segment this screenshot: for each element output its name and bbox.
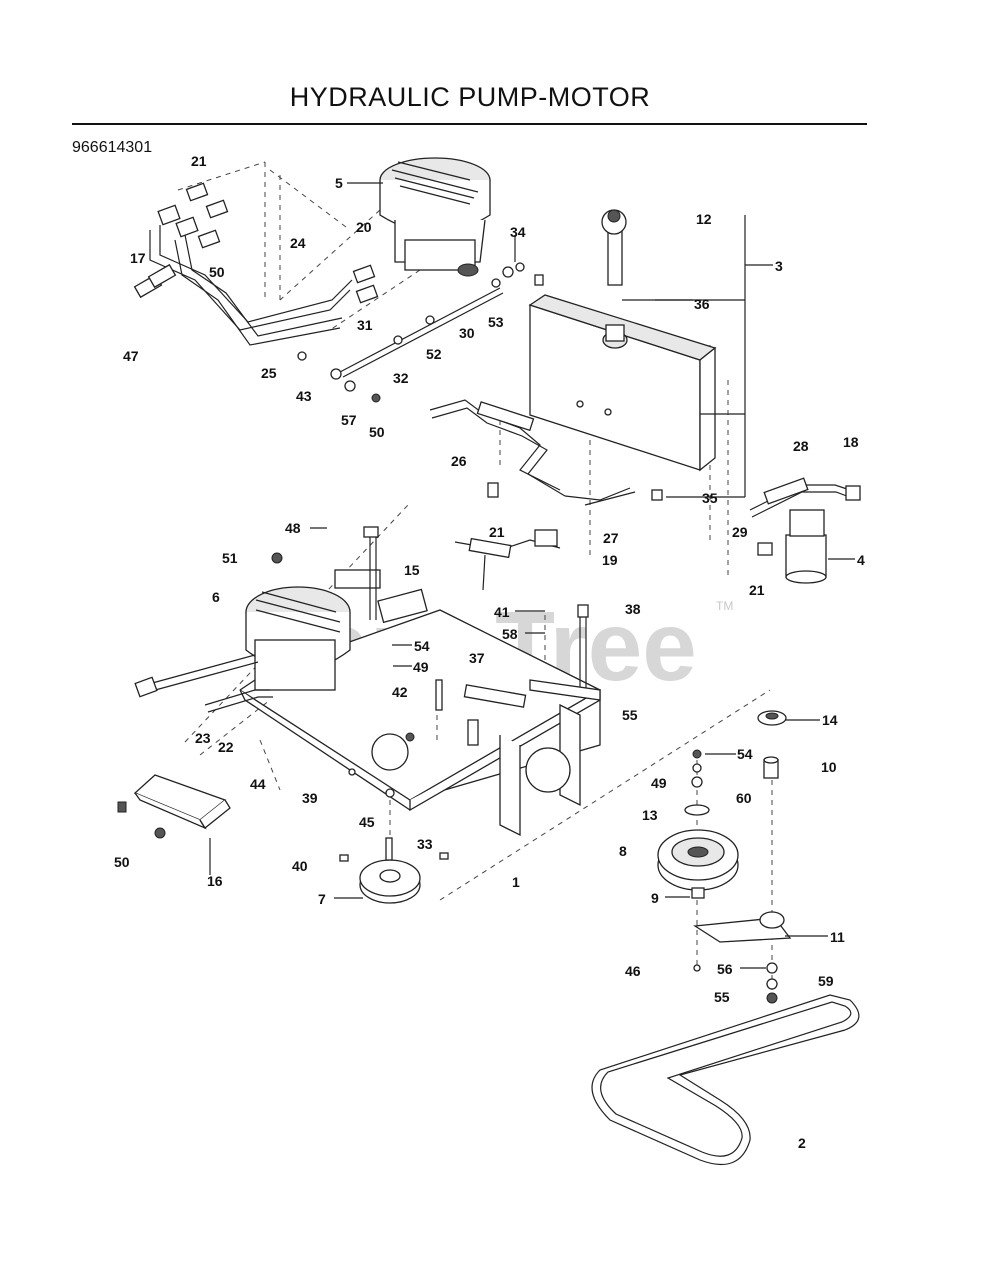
callout-32: 32 xyxy=(393,370,409,386)
callout-16: 16 xyxy=(207,873,223,889)
callout-27: 27 xyxy=(603,530,619,546)
hydraulic-pump-top xyxy=(379,157,491,277)
callout-21: 21 xyxy=(191,153,207,169)
leader-lines xyxy=(209,182,855,969)
callout-39: 39 xyxy=(302,790,318,806)
fittings-27-19 xyxy=(454,529,561,591)
hydraulic-lines-left xyxy=(133,182,379,346)
control-rod-assembly xyxy=(297,262,544,403)
callout-21: 21 xyxy=(749,582,765,598)
pulley-7 xyxy=(339,837,449,904)
hydraulic-reservoir xyxy=(528,209,717,501)
callout-17: 17 xyxy=(130,250,146,266)
idler-assembly xyxy=(657,710,792,1004)
callout-53: 53 xyxy=(488,314,504,330)
callout-11: 11 xyxy=(830,929,845,945)
callout-54: 54 xyxy=(737,746,753,762)
callout-28: 28 xyxy=(793,438,809,454)
callout-42: 42 xyxy=(392,684,408,700)
callout-47: 47 xyxy=(123,348,139,364)
callout-44: 44 xyxy=(250,776,266,792)
callout-21: 21 xyxy=(489,524,505,540)
callout-22: 22 xyxy=(218,739,234,755)
callout-25: 25 xyxy=(261,365,277,381)
callout-50: 50 xyxy=(114,854,130,870)
callout-26: 26 xyxy=(451,453,467,469)
callout-43: 43 xyxy=(296,388,312,404)
callout-14: 14 xyxy=(822,712,838,728)
callout-46: 46 xyxy=(625,963,641,979)
callout-33: 33 xyxy=(417,836,433,852)
callout-labels: 21 5 20 24 17 50 34 12 3 36 47 31 53 30 … xyxy=(114,153,865,1151)
title-rule xyxy=(72,123,867,125)
callout-52: 52 xyxy=(426,346,442,362)
watermark-trademark: TM xyxy=(716,599,733,613)
callout-24: 24 xyxy=(290,235,306,251)
callout-30: 30 xyxy=(459,325,475,341)
callout-1: 1 xyxy=(512,874,520,890)
callout-19: 19 xyxy=(602,552,618,568)
callout-56: 56 xyxy=(717,961,733,977)
callout-38: 38 xyxy=(625,601,641,617)
callout-35: 35 xyxy=(702,490,718,506)
callout-2: 2 xyxy=(798,1135,806,1151)
callout-4: 4 xyxy=(857,552,865,568)
callout-12: 12 xyxy=(696,211,712,227)
callout-3: 3 xyxy=(775,258,783,274)
callout-29: 29 xyxy=(732,524,748,540)
callout-55: 55 xyxy=(622,707,638,723)
callout-55: 55 xyxy=(714,989,730,1005)
callout-8: 8 xyxy=(619,843,627,859)
callout-20: 20 xyxy=(356,219,372,235)
hydraulic-hose-filter xyxy=(749,477,861,584)
callout-51: 51 xyxy=(222,550,238,566)
callout-13: 13 xyxy=(642,807,658,823)
callout-23: 23 xyxy=(195,730,211,746)
callout-48: 48 xyxy=(285,520,301,536)
hydraulic-motor xyxy=(134,552,428,713)
callout-40: 40 xyxy=(292,858,308,874)
callout-59: 59 xyxy=(818,973,834,989)
callout-36: 36 xyxy=(694,296,710,312)
callout-7: 7 xyxy=(318,891,326,907)
callout-37: 37 xyxy=(469,650,485,666)
callout-15: 15 xyxy=(404,562,420,578)
callout-6: 6 xyxy=(212,589,220,605)
part-number: 966614301 xyxy=(72,139,153,156)
page-title: HYDRAULIC PUMP-MOTOR xyxy=(289,82,651,112)
callout-41: 41 xyxy=(494,604,510,620)
hydraulic-hose-26 xyxy=(429,399,636,506)
callout-50: 50 xyxy=(209,264,225,280)
callout-34: 34 xyxy=(510,224,526,240)
callout-58: 58 xyxy=(502,626,518,642)
callout-49: 49 xyxy=(651,775,667,791)
callout-31: 31 xyxy=(357,317,373,333)
callout-9: 9 xyxy=(651,890,659,906)
callout-45: 45 xyxy=(359,814,375,830)
callout-54: 54 xyxy=(414,638,430,654)
callout-49: 49 xyxy=(413,659,429,675)
callout-57: 57 xyxy=(341,412,357,428)
callout-5: 5 xyxy=(335,175,343,191)
callout-50: 50 xyxy=(369,424,385,440)
callout-18: 18 xyxy=(843,434,859,450)
callout-10: 10 xyxy=(821,759,837,775)
callout-60: 60 xyxy=(736,790,752,806)
drive-belt xyxy=(591,994,860,1166)
belt-guard-16 xyxy=(117,774,231,839)
